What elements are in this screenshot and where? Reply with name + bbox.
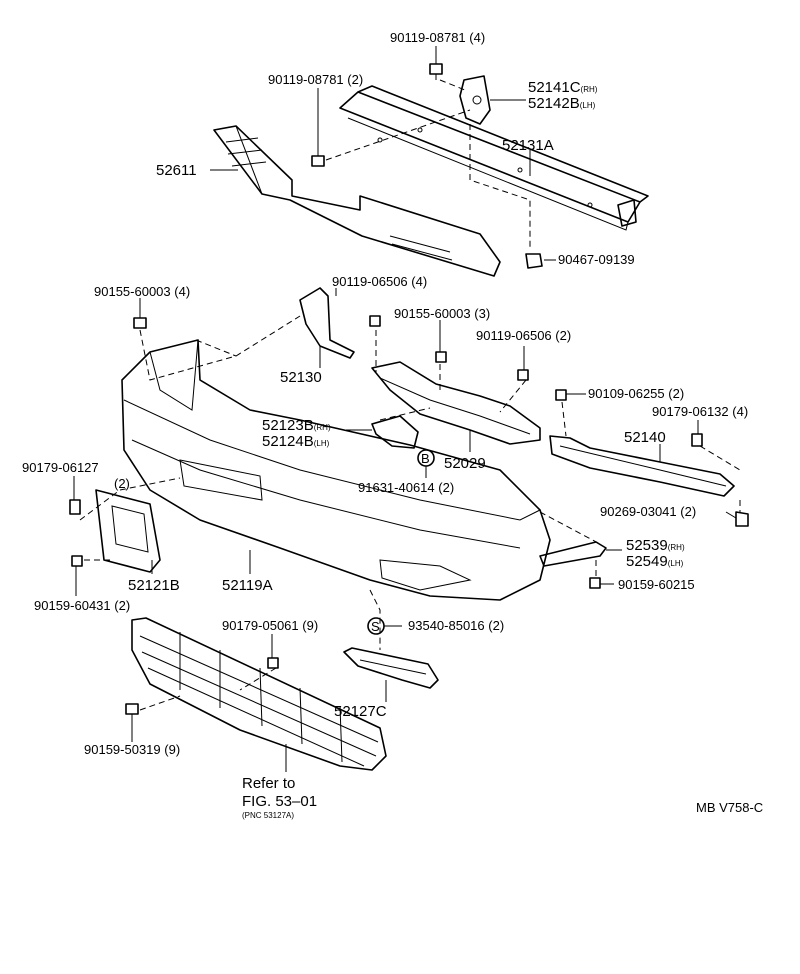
label-90467-09139: 90467-09139 — [558, 252, 635, 267]
fasteners — [69, 315, 749, 715]
refer-line-2: FIG. 53–01 — [242, 793, 317, 810]
label-52124B: 52124B(LH) — [262, 433, 330, 450]
label-52549: 52549(LH) — [626, 553, 684, 570]
lower-grille-refer-53-01 — [131, 617, 387, 771]
energy-absorber-52611 — [213, 125, 501, 277]
extension-52539-52549 — [539, 541, 607, 567]
label-90179-06127-qty: (2) — [114, 476, 130, 491]
side-retainer-52130 — [299, 287, 355, 359]
leader-lines — [73, 46, 737, 772]
label-circle-b: B — [421, 451, 430, 466]
label-90119-08781-2: 90119-08781 (2) — [268, 72, 363, 87]
bumper-retainer-52029 — [371, 361, 541, 445]
callout-circle-b — [417, 449, 435, 467]
label-52029: 52029 — [444, 455, 486, 472]
label-52142B: 52142B(LH) — [528, 95, 596, 112]
label-52127C: 52127C — [334, 703, 387, 720]
label-52121B: 52121B — [128, 577, 180, 594]
grille-cover-52127C — [343, 647, 439, 689]
callout-circle-s — [367, 617, 385, 635]
label-90119-08781-4: 90119-08781 (4) — [390, 30, 485, 45]
clip-90467-09139 — [525, 253, 543, 269]
label-90269-03041: 90269-03041 (2) — [600, 504, 696, 519]
bolt-90119-08781-left — [311, 155, 325, 167]
label-90159-60215: 90159-60215 — [618, 577, 695, 592]
refer-line-1: Refer to — [242, 775, 295, 792]
label-52119A: 52119A — [222, 577, 273, 594]
side-retainer-52140 — [549, 435, 735, 497]
label-52140: 52140 — [624, 429, 666, 446]
figure-code: MB V758-C — [696, 800, 763, 815]
bumper-reinforcement-52131A — [339, 85, 649, 231]
label-52539: 52539(RH) — [626, 537, 685, 554]
refer-line-3: (PNC 53127A) — [242, 811, 294, 820]
bumper-cover-52119A — [121, 339, 551, 601]
label-circle-s: S — [371, 619, 380, 634]
label-90179-06127: 90179-06127 — [22, 460, 99, 475]
label-90179-05061: 90179-05061 (9) — [222, 618, 318, 633]
label-91631-40614: 91631-40614 (2) — [358, 480, 454, 495]
label-90109-06255: 90109-06255 (2) — [588, 386, 684, 401]
bolt-90119-08781-top — [429, 63, 443, 80]
label-52130: 52130 — [280, 369, 322, 386]
label-52611: 52611 — [156, 162, 197, 179]
bracket-52123B-52124B — [371, 415, 419, 449]
assembly-dashed-lines — [79, 79, 741, 711]
part-labels: 90119-08781 (4) 90119-08781 (2) 52141C(R… — [22, 30, 763, 820]
label-93540-85016: 93540-85016 (2) — [408, 618, 504, 633]
license-bracket-52121B — [95, 489, 161, 573]
label-90155-60003-3: 90155-60003 (3) — [394, 306, 490, 321]
label-90159-50319: 90159-50319 (9) — [84, 742, 180, 757]
label-90155-60003-4: 90155-60003 (4) — [94, 284, 190, 299]
label-52131A: 52131A — [502, 137, 554, 154]
bracket-52141C-52142B — [459, 75, 491, 125]
label-90159-60431: 90159-60431 (2) — [34, 598, 130, 613]
label-90119-06506-4: 90119-06506 (4) — [332, 274, 427, 289]
label-90179-06132: 90179-06132 (4) — [652, 404, 748, 419]
label-52141C: 52141C(RH) — [528, 79, 598, 96]
label-90119-06506-2: 90119-06506 (2) — [476, 328, 571, 343]
label-52123B: 52123B(RH) — [262, 417, 331, 434]
